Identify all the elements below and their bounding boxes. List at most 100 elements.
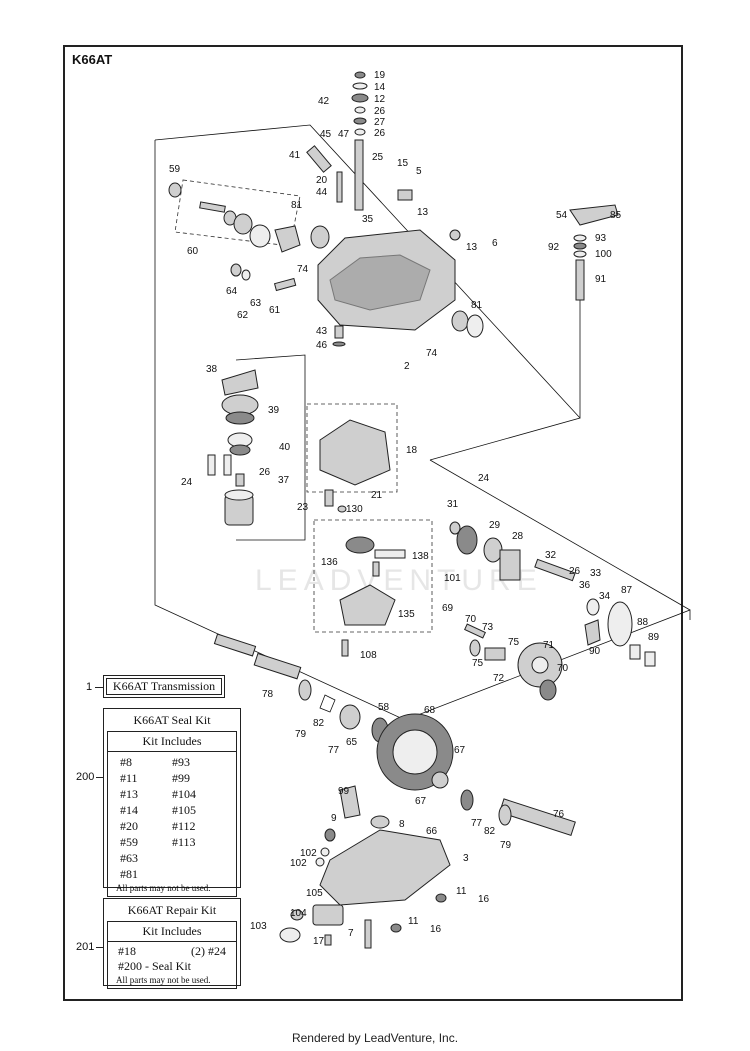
- part-label: 24: [478, 473, 490, 484]
- part-label: 70: [557, 663, 569, 674]
- part-label: 59: [169, 164, 181, 175]
- part-label: 17: [313, 936, 325, 947]
- part-label: 31: [447, 499, 459, 510]
- diagram-frame: [63, 45, 683, 1001]
- part-label: 70: [465, 614, 477, 625]
- lower-housing: [279, 785, 451, 949]
- part-label: 99: [338, 786, 350, 797]
- part-label: 27: [374, 117, 386, 128]
- gear-train: [449, 521, 656, 701]
- part-label: 44: [316, 187, 328, 198]
- seal-kit-note: All parts may not be used.: [116, 883, 211, 893]
- part-label: 65: [346, 737, 358, 748]
- transmission-label: K66AT Transmission: [106, 678, 222, 695]
- part-label: 2: [404, 361, 410, 372]
- part-label: 42: [318, 96, 330, 107]
- part-label: 47: [338, 129, 350, 140]
- seal-kit-item: #13: [120, 787, 138, 801]
- part-label: 19: [374, 70, 386, 81]
- part-label: 62: [237, 310, 249, 321]
- seal-kit-item: [172, 850, 224, 866]
- part-label: 25: [372, 152, 384, 163]
- part-label: 135: [398, 609, 415, 620]
- part-label: 63: [250, 298, 262, 309]
- control-arm: [569, 204, 619, 301]
- part-label: 73: [482, 622, 494, 633]
- part-label: 58: [378, 702, 390, 713]
- part-label: 9: [331, 813, 337, 824]
- part-label: 67: [415, 796, 427, 807]
- seal-kit-box: K66AT Seal Kit Kit Includes #8 #93 #11 #…: [103, 708, 241, 897]
- seal-kit-item: #11: [120, 771, 138, 785]
- input-shaft-stack: [306, 71, 369, 211]
- part-label: 72: [493, 673, 505, 684]
- part-label: 78: [262, 689, 274, 700]
- part-label: 18: [406, 445, 418, 456]
- part-label: 23: [297, 502, 309, 513]
- transmission-box: K66AT Transmission: [103, 675, 225, 698]
- seal-kit-item: #93: [172, 755, 190, 769]
- part-label: 11: [456, 886, 467, 897]
- repair-kit-box: K66AT Repair Kit Kit Includes #18 (2) #2…: [103, 898, 241, 989]
- part-label: 32: [545, 550, 557, 561]
- part-label: 136: [321, 557, 338, 568]
- part-label: 14: [374, 82, 386, 93]
- part-label: 87: [621, 585, 633, 596]
- seal-kit-item: #104: [172, 787, 196, 801]
- part-label: 7: [348, 928, 354, 939]
- part-label: 37: [278, 475, 290, 486]
- part-label: 100: [595, 249, 612, 260]
- part-label: 61: [269, 305, 281, 316]
- part-label: 28: [512, 531, 524, 542]
- seal-kit-items: #8 #93 #11 #99 #13 #104 #14 #105 #20 #11…: [108, 752, 236, 882]
- part-label: 46: [316, 340, 328, 351]
- part-label: 26: [259, 467, 271, 478]
- footer-credit: Rendered by LeadVenture, Inc.: [291, 1031, 459, 1045]
- part-label: 92: [548, 242, 560, 253]
- part-label: 15: [397, 158, 409, 169]
- part-label: 74: [426, 348, 438, 359]
- pump-cylinder-block: [207, 369, 259, 526]
- part-label: 26: [569, 566, 581, 577]
- seal-kit-item: #105: [172, 803, 196, 817]
- part-label: 16: [430, 924, 442, 935]
- part-label: 102: [300, 848, 317, 859]
- part-label: 21: [371, 490, 383, 501]
- part-label: 81: [471, 300, 483, 311]
- upper-housing: [310, 189, 484, 347]
- part-label: 40: [279, 442, 291, 453]
- repair-kit-title: K66AT Repair Kit: [127, 903, 217, 917]
- part-label: 130: [346, 504, 363, 515]
- seal-kit-item: #20: [120, 819, 138, 833]
- part-label: 75: [508, 637, 520, 648]
- seal-kit-item: #14: [120, 803, 138, 817]
- part-label: 39: [268, 405, 280, 416]
- part-label: 38: [206, 364, 218, 375]
- part-label: 89: [648, 632, 660, 643]
- part-label: 103: [250, 921, 267, 932]
- part-label: 26: [374, 128, 386, 139]
- main-gear: [376, 713, 576, 837]
- part-label: 79: [500, 840, 512, 851]
- part-label: 26: [374, 106, 386, 117]
- part-label: 60: [187, 246, 199, 257]
- part-label: 104: [290, 908, 307, 919]
- part-label: 20: [316, 175, 328, 186]
- part-label: 77: [328, 745, 340, 756]
- repair-kit-item: (2) #24: [191, 944, 226, 958]
- seal-kit-item: #81: [120, 867, 138, 881]
- part-label: 105: [306, 888, 323, 899]
- bypass-assembly: [168, 182, 301, 292]
- seal-kit-item: #63: [120, 851, 138, 865]
- seal-kit-item: #113: [172, 835, 196, 849]
- part-label: 34: [599, 591, 611, 602]
- part-label: 8: [399, 819, 405, 830]
- part-label: 68: [424, 705, 436, 716]
- part-label: 91: [595, 274, 607, 285]
- part-label: 93: [595, 233, 607, 244]
- part-label: 85: [610, 210, 622, 221]
- part-label: 69: [442, 603, 454, 614]
- part-label: 66: [426, 826, 438, 837]
- repair-kit-header: Kit Includes: [108, 922, 236, 942]
- part-label: 75: [472, 658, 484, 669]
